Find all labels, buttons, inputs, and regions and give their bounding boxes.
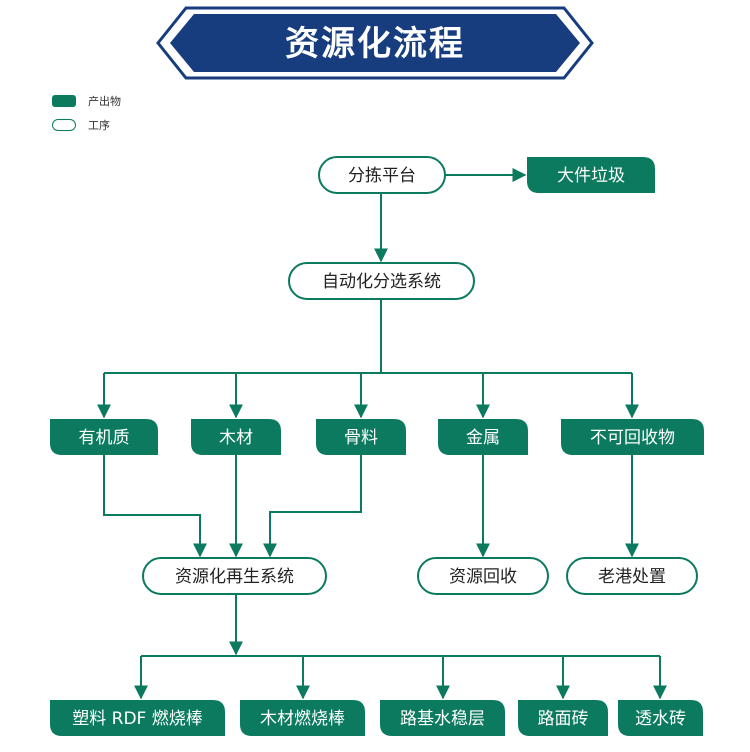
node-non-recyclable: 不可回收物 (561, 419, 704, 455)
node-wood-fuel-rod: 木材燃烧棒 (240, 700, 365, 736)
wood-fuel-rod-shape (240, 700, 365, 736)
plastic-rdf-fuel-label: 塑料 RDF 燃烧棒 (72, 709, 203, 729)
road-base-label: 路基水稳层 (400, 709, 485, 729)
permeable-brick-shape (618, 700, 703, 736)
pavement-brick-shape (518, 700, 608, 736)
node-sorting-platform: 分拣平台 (318, 156, 446, 194)
banner-outer-frame (156, 6, 594, 80)
auto-sorting-system-shape (288, 262, 475, 300)
node-road-base: 路基水稳层 (380, 700, 505, 736)
node-wood: 木材 (191, 419, 281, 455)
node-resource-recovery: 资源回收 (417, 557, 549, 595)
product-swatch-icon (52, 95, 76, 107)
recycling-system-shape (142, 557, 327, 595)
process-swatch-icon (52, 119, 76, 131)
permeable-brick-label: 透水砖 (635, 709, 686, 729)
landfill-disposal-label: 老港处置 (598, 567, 666, 587)
auto-sorting-system-label: 自动化分选系统 (322, 272, 441, 292)
arrow-aggregate-to-recycling (263, 455, 362, 558)
metal-shape (438, 419, 528, 455)
banner-inner-fill (170, 14, 580, 72)
non-recyclable-label: 不可回收物 (590, 428, 675, 448)
non-recyclable-shape (561, 419, 704, 455)
node-plastic-rdf-fuel: 塑料 RDF 燃烧棒 (50, 700, 225, 736)
node-permeable-brick: 透水砖 (618, 700, 703, 736)
sorting-platform-shape (318, 156, 446, 194)
plastic-rdf-fuel-shape (50, 700, 225, 736)
node-recycling-system: 资源化再生系统 (142, 557, 327, 595)
arrow-organic-to-recycling (103, 455, 207, 558)
pavement-brick-label: 路面砖 (538, 709, 589, 729)
node-bulky-waste: 大件垃圾 (527, 157, 655, 193)
node-pavement-brick: 路面砖 (518, 700, 608, 736)
resource-recovery-shape (417, 557, 549, 595)
legend-label-product: 产出物 (88, 95, 121, 108)
organic-matter-shape (50, 419, 158, 455)
bulky-waste-label: 大件垃圾 (557, 166, 625, 186)
title-banner (156, 6, 594, 80)
connectors (97, 168, 667, 700)
road-base-shape (380, 700, 505, 736)
aggregate-shape (316, 419, 406, 455)
organic-matter-label: 有机质 (79, 428, 130, 448)
aggregate-label: 骨料 (344, 428, 378, 448)
resource-recovery-label: 资源回收 (449, 567, 517, 587)
landfill-disposal-shape (566, 557, 698, 595)
bulky-waste-shape (527, 157, 655, 193)
node-landfill-disposal: 老港处置 (566, 557, 698, 595)
recycling-system-label: 资源化再生系统 (175, 567, 294, 587)
node-aggregate: 骨料 (316, 419, 406, 455)
metal-label: 金属 (466, 428, 500, 448)
node-metal: 金属 (438, 419, 528, 455)
wood-fuel-rod-label: 木材燃烧棒 (260, 709, 345, 729)
node-organic-matter: 有机质 (50, 419, 158, 455)
wood-label: 木材 (219, 428, 253, 448)
wood-shape (191, 419, 281, 455)
node-auto-sorting-system: 自动化分选系统 (288, 262, 475, 300)
page-title: 资源化流程 (285, 24, 465, 64)
sorting-platform-label: 分拣平台 (348, 166, 416, 186)
legend-label-process: 工序 (88, 119, 110, 132)
